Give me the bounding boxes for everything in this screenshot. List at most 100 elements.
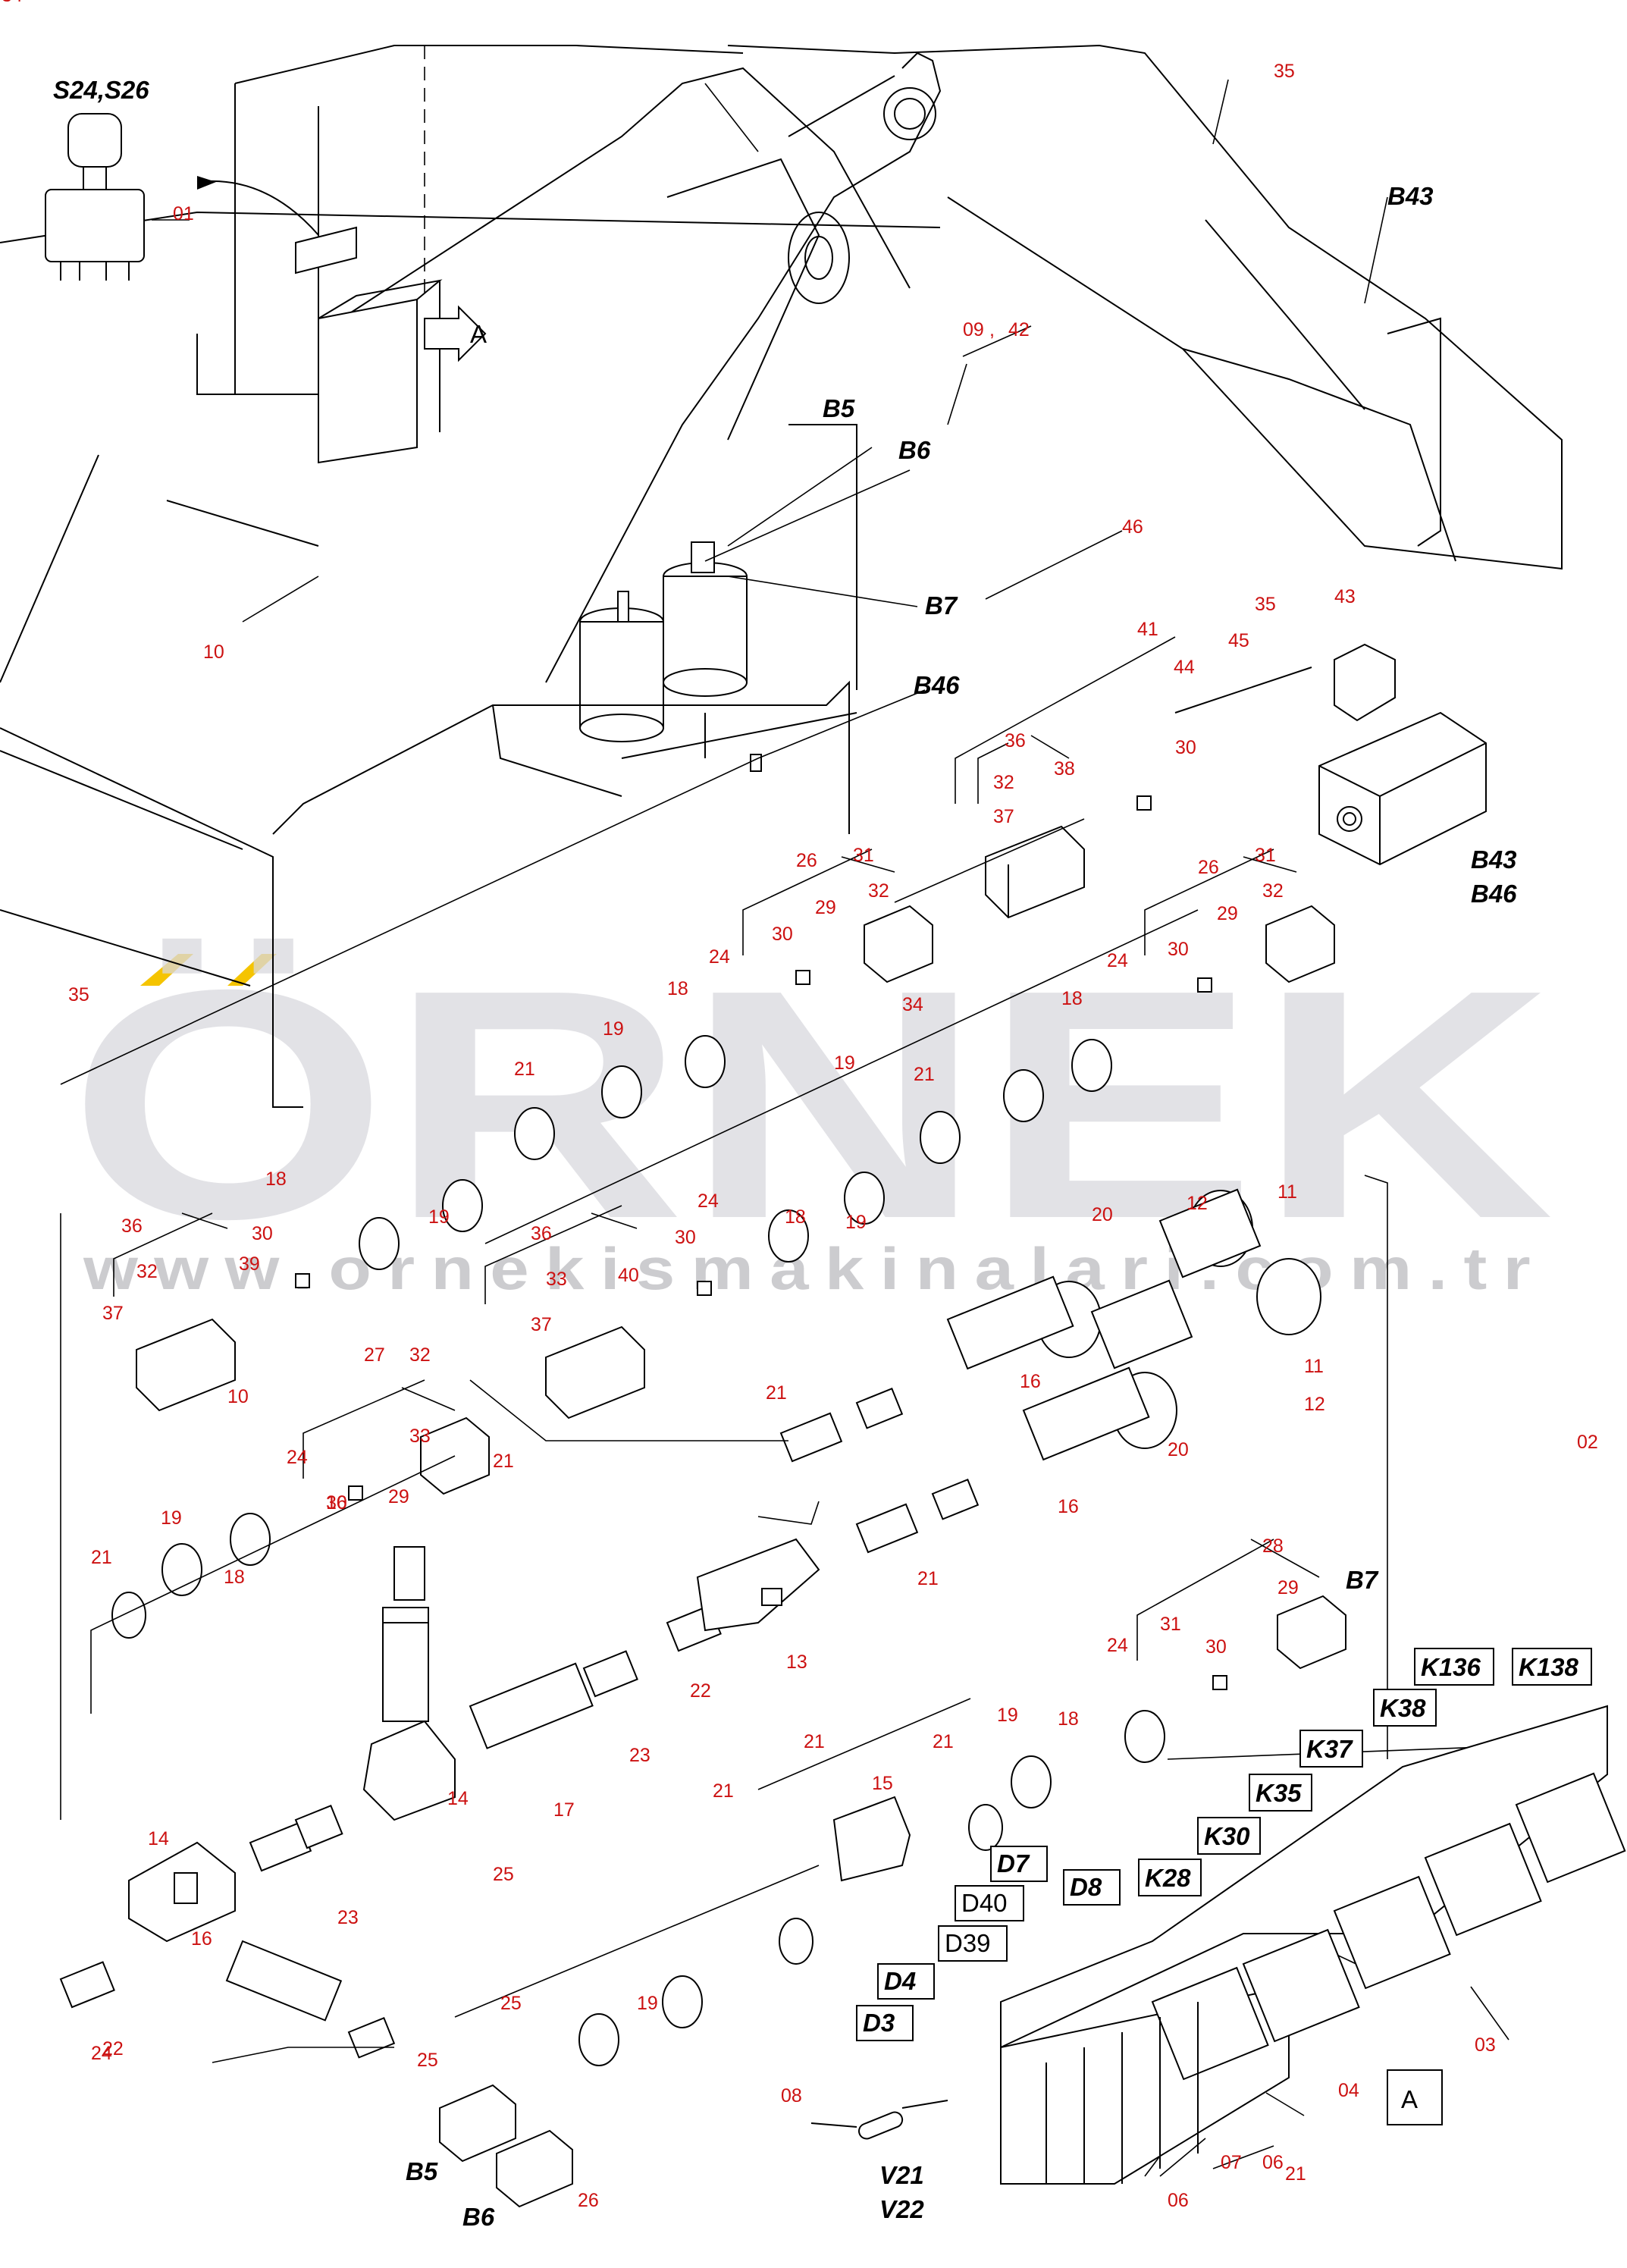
part-number-label: 21: [493, 1451, 514, 1472]
part-number-label: 36: [1005, 730, 1026, 751]
label-frame: [955, 1885, 1024, 1921]
part-number-label: 10: [203, 642, 224, 663]
callout-s24-s26: S24,S26: [53, 76, 149, 104]
watermark-accent-right: [227, 954, 277, 986]
part-number-label: 32: [136, 1261, 158, 1282]
callout-b7-mid: B7: [1346, 1566, 1379, 1594]
part-number-label: 19: [603, 1018, 624, 1040]
part-number-label: 19: [428, 1206, 450, 1228]
part-number-label: 23: [629, 1745, 650, 1766]
boxed-label-d40: D40: [955, 1885, 1024, 1921]
part-number-label: 39: [239, 1253, 260, 1275]
boxed-label-k28: K28: [1138, 1859, 1202, 1896]
part-number-label: 37: [531, 1314, 552, 1335]
label-text: K138: [1519, 1653, 1579, 1681]
part-number-label: 31: [1255, 845, 1276, 866]
part-number-label: 45: [1228, 630, 1249, 651]
part-number-label: 35: [68, 984, 89, 1005]
part-number-label: 20: [1168, 1439, 1189, 1460]
part-number-label: 18: [265, 1169, 287, 1190]
label-text: K28: [1145, 1864, 1191, 1892]
label-text: K37: [1306, 1735, 1353, 1763]
part-number-label: 16: [191, 1928, 212, 1950]
part-number-label: 33: [546, 1269, 567, 1290]
callout-b43-right: B43: [1471, 845, 1517, 874]
part-number-label: 31: [853, 845, 874, 866]
label-text: D7: [997, 1849, 1030, 1877]
boxed-label-k136: K136: [1414, 1648, 1494, 1686]
part-number-label: 42: [1008, 319, 1030, 340]
part-number-label: 18: [224, 1567, 245, 1588]
part-number-label: 30: [1175, 737, 1196, 758]
part-number-label: 07: [1221, 2152, 1242, 2173]
part-number-label: 25: [417, 2050, 438, 2071]
label-text: D40: [961, 1889, 1008, 1917]
callout-b6-top: B6: [898, 436, 931, 464]
part-number-label: 28: [1262, 1536, 1284, 1557]
part-number-label: 06: [1262, 2152, 1284, 2173]
part-number-label: 08: [781, 2085, 802, 2106]
detail-a-frame: [1387, 2069, 1443, 2125]
part-number-label: 18: [1058, 1708, 1079, 1730]
rotary-switch: [45, 113, 319, 281]
part-number-label: 16: [1058, 1496, 1079, 1517]
label-text: D8: [1070, 1873, 1102, 1901]
watermark: ÖRNEK www.ornekismakinalari.com.tr: [68, 923, 1554, 1302]
part-number-label: 41: [1137, 619, 1158, 640]
label-frame: [1063, 1869, 1121, 1906]
part-number-label: 34: [902, 994, 923, 1015]
part-number-label: 33: [409, 1426, 431, 1447]
part-number-label: 30: [1205, 1636, 1227, 1658]
part-number-label: 21: [804, 1731, 825, 1752]
hydraulic-cylinders: [579, 541, 748, 742]
callout-labels: S24,S26 B43 B5 B6 B7 B46 B43 B46 B7 B5 B…: [53, 76, 1517, 2231]
detail-a-label: A: [1401, 2085, 1418, 2113]
part-number-label: 43: [1334, 586, 1356, 607]
watermark-brand: ÖRNEK: [68, 923, 1554, 1287]
part-number-label: 30: [252, 1223, 273, 1244]
part-number-label: 32: [409, 1344, 431, 1366]
label-text: D39: [945, 1929, 991, 1957]
view-arrow-label: A: [470, 320, 487, 348]
part-number-label: 12: [1187, 1193, 1208, 1214]
part-number-label: 24: [287, 1447, 308, 1468]
part-number-label: 21: [933, 1731, 954, 1752]
callout-b46-top: B46: [914, 671, 960, 699]
part-number-label: 06: [1168, 2190, 1189, 2211]
watermark-url: www.ornekismakinalari.com.tr: [83, 1235, 1547, 1302]
part-number-label: 22: [690, 1680, 711, 1702]
part-number-label: 19: [637, 1993, 658, 2014]
part-number-label: 32: [1262, 880, 1284, 902]
label-frame: [856, 2005, 914, 2041]
pressure-sensor: [1174, 643, 1487, 866]
callout-b6-bottom: B6: [462, 2203, 495, 2231]
part-number-label: 24: [1107, 950, 1128, 971]
boxed-label-k138: K138: [1512, 1648, 1592, 1686]
part-number-label: 04: [1338, 2080, 1359, 2101]
boxed-label-d4: D4: [877, 1963, 935, 2000]
part-number-label: 29: [815, 897, 836, 918]
part-number-label: 38: [1054, 758, 1075, 780]
boxed-label-k37: K37: [1299, 1730, 1363, 1768]
part-number-label: 26: [796, 850, 817, 871]
label-frame: [1299, 1730, 1363, 1768]
part-number-label: 16: [1020, 1371, 1041, 1392]
part-number-label: 14: [148, 1828, 169, 1849]
callout-b46-right: B46: [1471, 880, 1517, 908]
label-frame: [1197, 1817, 1261, 1855]
part-number-label: 21: [914, 1064, 935, 1085]
label-frame: [1512, 1648, 1592, 1686]
boxed-label-k38: K38: [1373, 1689, 1437, 1727]
part-number-label: 30: [772, 924, 793, 945]
part-number-label: 37: [102, 1303, 124, 1324]
callout-b43-top: B43: [1387, 182, 1434, 210]
part-number-label: 30: [1168, 939, 1189, 960]
label-frame: [990, 1846, 1048, 1882]
part-number-label: 31: [1160, 1614, 1181, 1635]
part-number-label: 36: [531, 1223, 552, 1244]
part-number-labels: 010203040606070809,421010111112121314141…: [2, 0, 1598, 2211]
part-number-label: 27: [364, 1344, 385, 1366]
